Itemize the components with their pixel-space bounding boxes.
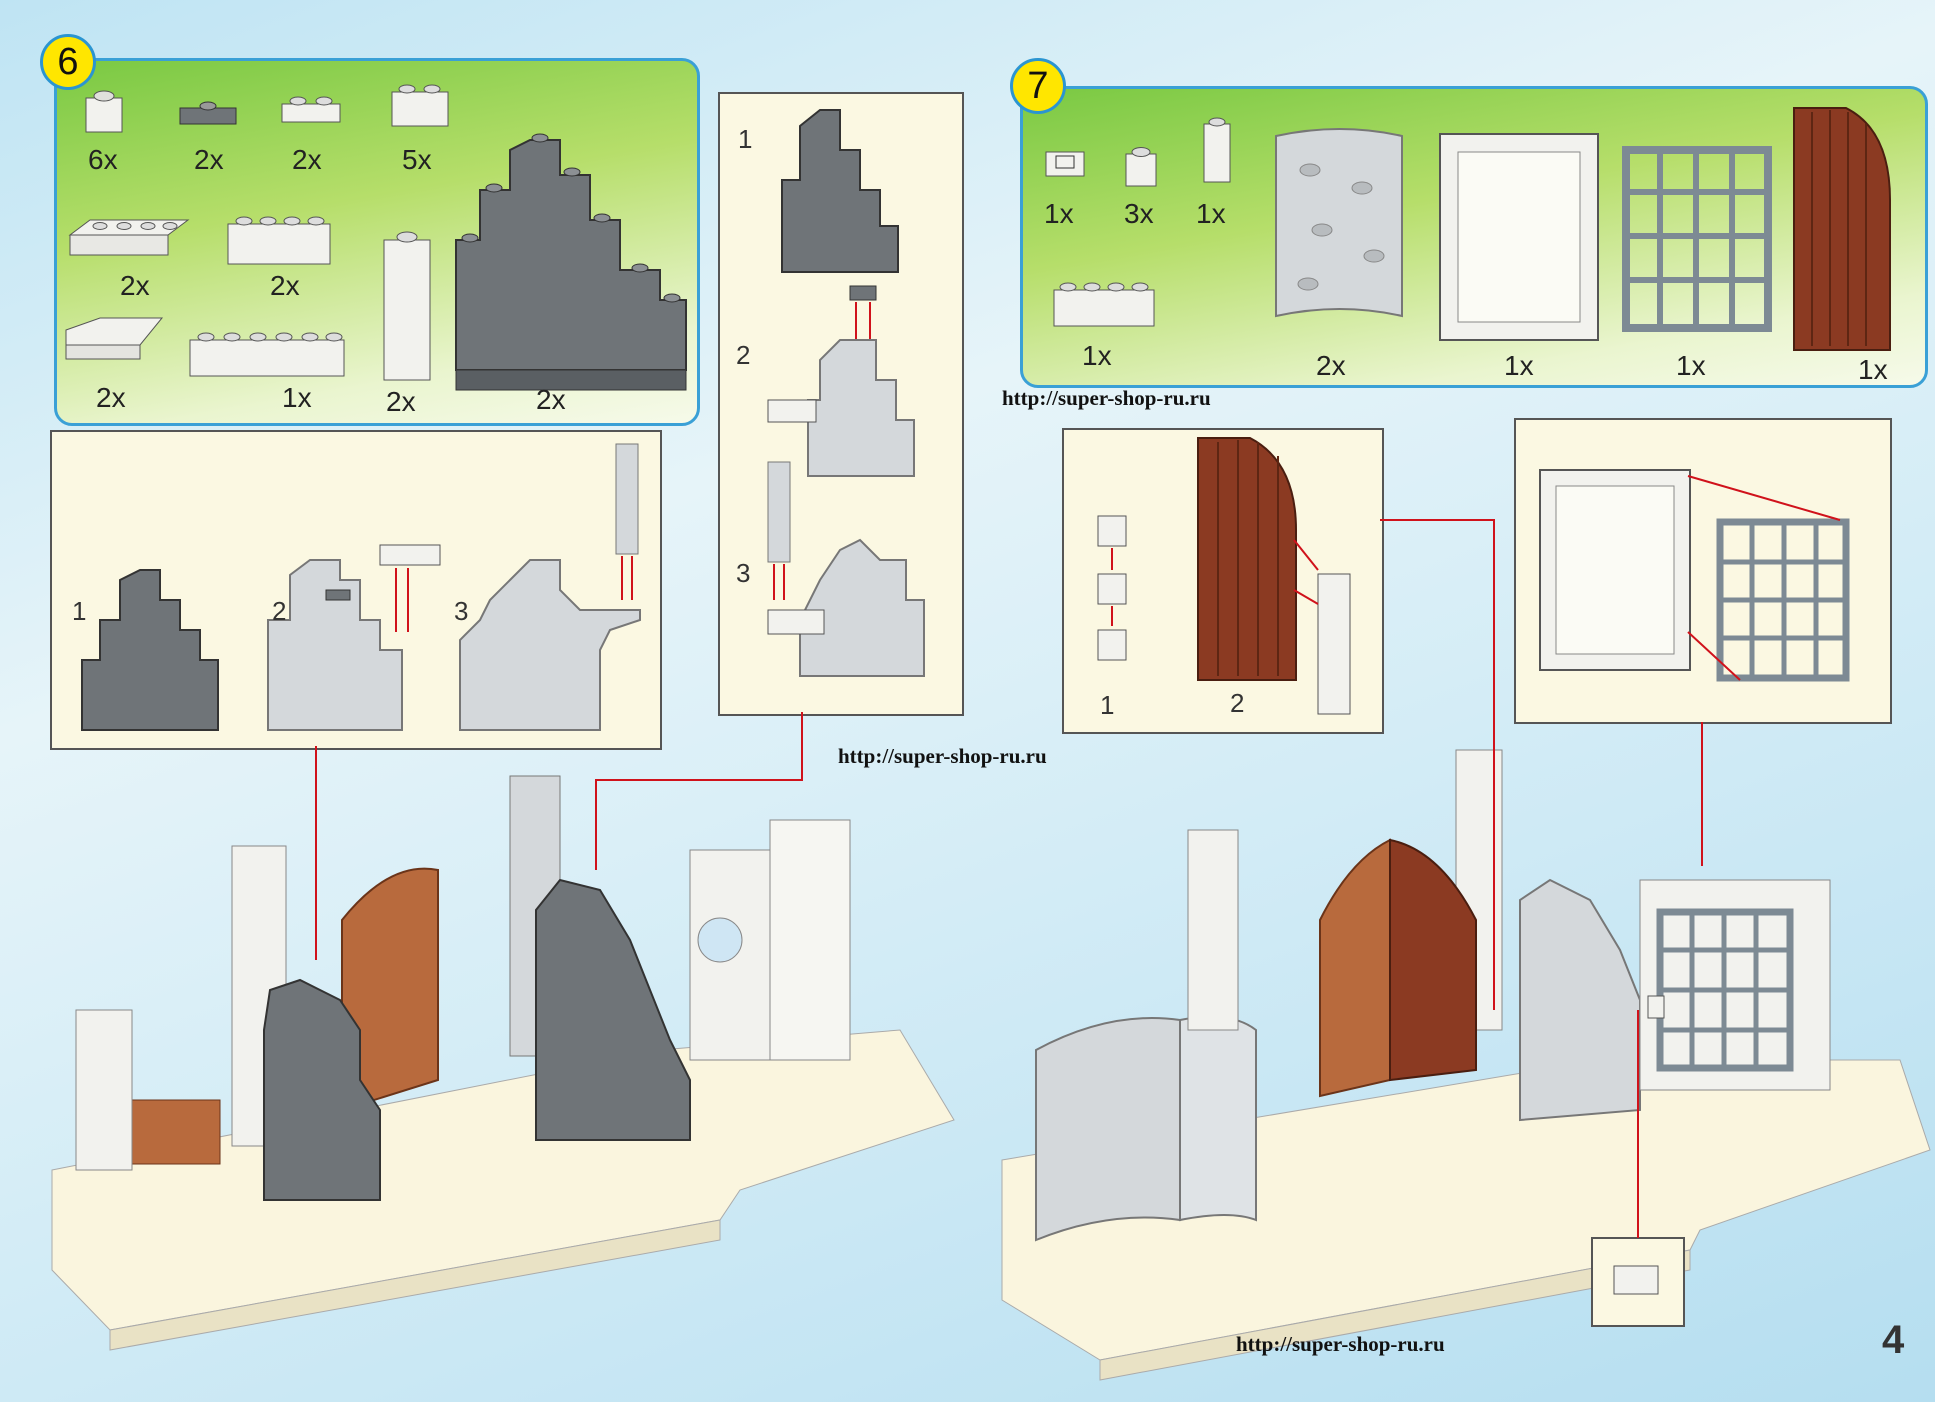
rock-panel-dark-icon	[81, 569, 219, 731]
watermark-url-bottom: http://super-shop-ru.ru	[1236, 1332, 1445, 1356]
portcullis-gate-icon	[1716, 518, 1850, 682]
callout-lines	[315, 519, 1703, 1238]
qty-tall-brick: 2x	[386, 386, 416, 417]
qty-brick-1x2: 5x	[402, 144, 432, 175]
brick-1x4-icon	[227, 216, 331, 265]
step6-side-label-1: 1	[738, 124, 753, 154]
brick-1x6-icon	[189, 332, 345, 377]
step7-door-label-1: 1	[1100, 690, 1115, 720]
step6-badge: 6	[40, 34, 96, 90]
window-frame-icon	[1539, 469, 1691, 671]
qty-printed-tile: 1x	[1044, 198, 1074, 229]
qty-clip-brick: 1x	[1196, 198, 1226, 229]
printed-tile-icon	[1045, 151, 1085, 177]
door-open-icon	[341, 867, 439, 1112]
step6-side-label-2: 2	[736, 340, 751, 370]
page-number: 4	[1882, 1318, 1905, 1362]
qty-brick-1x4: 2x	[270, 270, 300, 301]
qty-brick-1x6: 1x	[282, 382, 312, 413]
qty-curved-wall: 2x	[1316, 350, 1346, 381]
step6-sub-label-3: 3	[454, 596, 469, 626]
rock-wall-left-icon	[263, 978, 381, 1201]
door-brown-icon	[1197, 437, 1297, 681]
brick-1x1-icon	[1125, 147, 1157, 187]
curved-wall-icon	[1035, 1017, 1181, 1242]
side-rock-light-1-icon	[807, 339, 915, 477]
rock-panel-light-2-icon	[459, 443, 641, 731]
watermark-url-middle: http://super-shop-ru.ru	[838, 744, 1047, 768]
rock-wall-center-icon	[535, 878, 691, 1141]
step7-badge: 7	[1010, 58, 1066, 114]
watermark-url-top: http://super-shop-ru.ru	[1002, 386, 1211, 410]
curved-stone-wall-icon	[1275, 128, 1403, 318]
rock-panel-light-1-icon	[267, 544, 441, 731]
qty-plate-1x2: 2x	[292, 144, 322, 175]
rock-panel-icon	[455, 133, 687, 391]
qty-wedge-plate: 2x	[96, 382, 126, 413]
side-rock-dark-icon	[781, 109, 899, 273]
qty-window-frame: 1x	[1504, 350, 1534, 381]
plate-1x2-icon	[281, 96, 341, 123]
qty-arched-door: 1x	[1858, 354, 1888, 385]
clip-brick-icon	[1203, 117, 1231, 183]
tall-brick-icon	[383, 231, 431, 381]
qty-plate-2x4: 2x	[120, 270, 150, 301]
door-right-leaf-icon	[1389, 838, 1477, 1082]
brick-1x4-icon	[1053, 282, 1155, 327]
qty-portcullis: 1x	[1676, 350, 1706, 381]
qty-rock-panel: 2x	[536, 384, 566, 415]
plate-1x2-dark-icon	[179, 101, 237, 125]
portcullis-gate-icon	[1622, 146, 1772, 332]
qty-brick-1x1: 3x	[1124, 198, 1154, 229]
door-left-leaf-icon	[1319, 838, 1391, 1098]
qty-plate-dark: 2x	[194, 144, 224, 175]
baseplate-left-icon	[51, 1029, 955, 1351]
window-frame-icon	[1439, 133, 1599, 341]
side-rock-light-2-icon	[799, 538, 925, 677]
brick-1x1-icon	[85, 90, 123, 133]
stacked-bricks-icon	[1097, 515, 1127, 661]
gate-installed-icon	[1656, 908, 1794, 1072]
step6-sub-label-1: 1	[72, 596, 87, 626]
step7-door-label-2: 2	[1230, 688, 1245, 718]
plate-2x4-icon	[68, 219, 190, 256]
treasure-chest-icon	[119, 1099, 221, 1165]
qty-brick-1x4: 1x	[1082, 340, 1112, 371]
step6-side-label-3: 3	[736, 558, 751, 588]
arched-door-icon	[1793, 107, 1891, 351]
wedge-plate-icon	[65, 317, 164, 360]
step6-sub-label-2: 2	[272, 596, 287, 626]
qty-brick-1x1: 6x	[88, 144, 118, 175]
brick-1x2-icon	[391, 84, 449, 127]
